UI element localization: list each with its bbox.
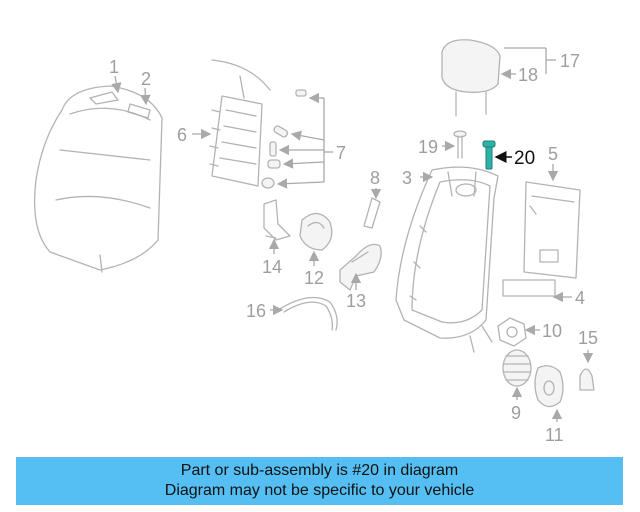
callout-13: 13 — [346, 291, 366, 311]
callout-8: 8 — [370, 168, 380, 188]
callout-4: 4 — [575, 288, 585, 308]
callout-19: 19 — [418, 137, 438, 157]
callout-7: 7 — [336, 143, 346, 163]
callout-17: 17 — [560, 51, 580, 71]
cover-12 — [299, 212, 333, 251]
callout-20: 20 — [514, 148, 535, 169]
callout-18: 18 — [518, 65, 538, 85]
callout-12: 12 — [304, 268, 324, 288]
callout-10: 10 — [542, 321, 562, 341]
hardware-clips — [261, 89, 307, 189]
seat-back-frame — [395, 166, 499, 353]
callout-9: 9 — [511, 403, 521, 423]
cable-16 — [277, 296, 338, 331]
banner-line-2: Diagram may not be specific to your vehi… — [164, 482, 475, 499]
headrest — [441, 39, 501, 117]
knob-10 — [497, 317, 527, 347]
cap-15 — [579, 368, 595, 391]
callout-11: 11 — [545, 425, 564, 445]
seat-back-cushion — [33, 85, 163, 273]
trim-strip-4 — [502, 279, 556, 297]
pin-8 — [363, 197, 381, 229]
callout-14: 14 — [262, 257, 282, 277]
callout-16: 16 — [246, 301, 266, 321]
callout-2: 2 — [141, 69, 151, 89]
guide-19 — [453, 130, 467, 159]
callout-labels: 1 2 3 4 5 6 7 8 9 10 11 12 13 14 15 16 1… — [109, 51, 598, 445]
bracket-14 — [263, 199, 291, 241]
callout-15: 15 — [578, 328, 598, 348]
info-banner: Part or sub-assembly is #20 in diagram D… — [16, 457, 623, 505]
callout-5: 5 — [548, 144, 558, 164]
rear-panel-5 — [523, 181, 581, 279]
lumbar-heating-mat — [209, 59, 271, 187]
bolt-20 — [482, 140, 496, 170]
callout-3: 3 — [402, 168, 412, 188]
leader-lines — [111, 47, 594, 422]
trim-13 — [339, 243, 382, 291]
banner-line-1: Part or sub-assembly is #20 in diagram — [180, 462, 459, 479]
callout-1: 1 — [109, 57, 119, 77]
handle-cover-11 — [534, 365, 564, 408]
wheel-9 — [502, 349, 532, 387]
callout-6: 6 — [177, 125, 187, 145]
